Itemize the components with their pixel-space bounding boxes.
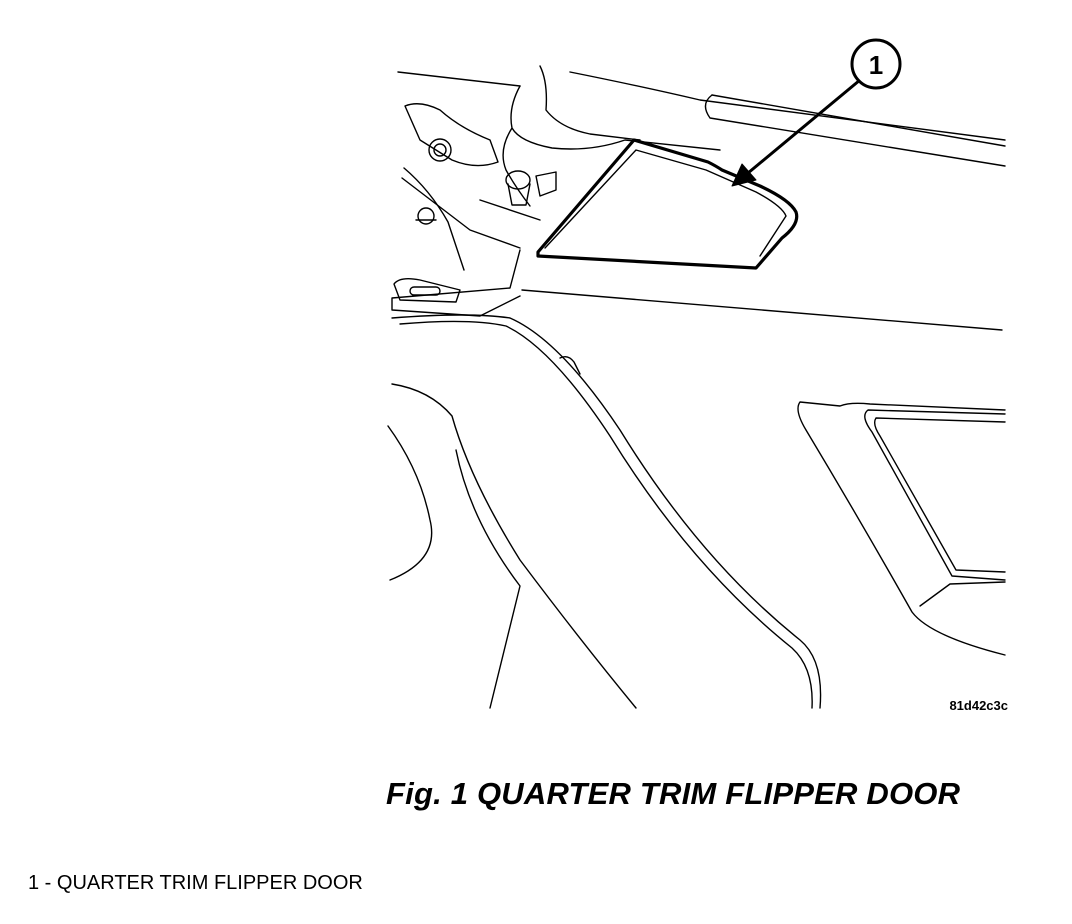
seat-back-outer xyxy=(391,383,637,709)
upper-trim-line xyxy=(569,71,1006,141)
retainer-clip xyxy=(535,171,557,197)
figure-caption: Fig. 1 QUARTER TRIM FLIPPER DOOR xyxy=(386,776,961,811)
seat-back-edge xyxy=(387,425,433,581)
callout-circle xyxy=(850,38,902,90)
legend-item-1: 1 - QUARTER TRIM FLIPPER DOOR xyxy=(28,872,363,894)
vent-slot-housing xyxy=(393,277,461,303)
push-pin xyxy=(417,207,435,225)
bolt-shank xyxy=(507,183,531,206)
clip-fastener xyxy=(428,138,452,162)
body-line-3 xyxy=(479,199,541,221)
callout-leader-line xyxy=(740,78,862,180)
c-pillar-outer xyxy=(391,314,822,709)
body-line-1 xyxy=(401,177,521,249)
c-pillar-tab xyxy=(559,355,581,375)
callout-1: 1 xyxy=(850,38,902,90)
vent-slot xyxy=(409,286,441,296)
image-code: 81d42c3c xyxy=(949,698,1008,713)
roof-rail-upper xyxy=(711,94,1006,147)
door-window-glass xyxy=(864,409,1006,581)
callout-arrowhead xyxy=(731,163,757,187)
door-opening-outer xyxy=(797,401,1006,656)
flipper-door-inner-edge xyxy=(544,149,787,257)
roof-rail xyxy=(704,94,1006,167)
quarter-trim-flipper-door xyxy=(536,138,799,270)
seat-back-seam xyxy=(455,449,521,709)
clip-fastener-inner xyxy=(433,143,447,157)
body-line-2 xyxy=(403,167,465,271)
pillar-trim-panel xyxy=(502,85,721,207)
pillar-trim-inner xyxy=(539,65,641,141)
door-glass-inner xyxy=(873,417,1006,573)
headliner-edge xyxy=(397,71,521,87)
c-pillar-inner xyxy=(399,320,813,709)
door-sill-line xyxy=(919,581,1006,607)
quarter-frame-top xyxy=(391,249,521,317)
belt-line xyxy=(521,289,1003,331)
clip-bracket xyxy=(404,103,499,167)
callout-number: 1 xyxy=(869,50,883,80)
bolt-head xyxy=(505,170,531,190)
